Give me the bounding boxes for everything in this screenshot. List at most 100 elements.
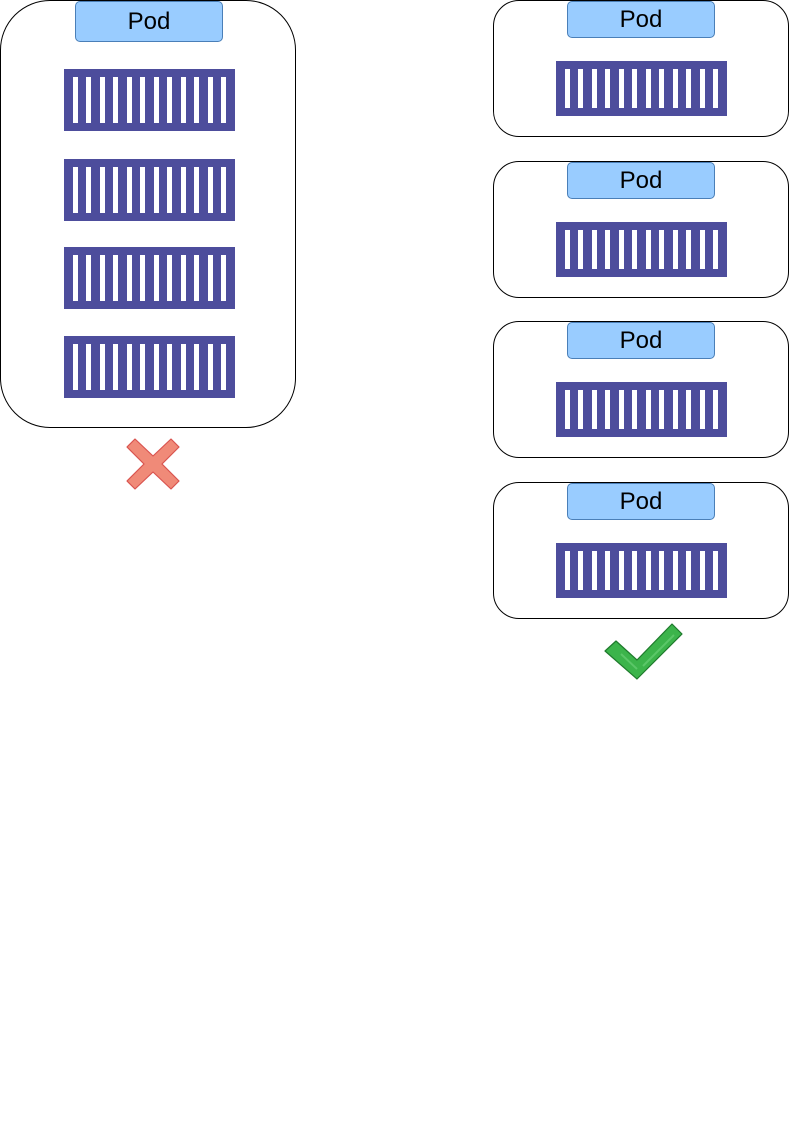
container-stripe — [686, 69, 692, 108]
container-stripe — [99, 255, 105, 301]
container-stripe — [659, 551, 665, 590]
container-stripe — [578, 69, 584, 108]
container-stripe — [591, 230, 597, 269]
container-stripe — [153, 167, 159, 213]
container-stripe — [591, 390, 597, 429]
red-x-icon — [126, 438, 180, 490]
container-stripe — [86, 344, 92, 390]
container-stripe — [180, 255, 186, 301]
container-stripe — [153, 344, 159, 390]
container-stripe — [632, 390, 638, 429]
container-stripe — [712, 551, 718, 590]
container-stripe — [194, 344, 200, 390]
container-stripe — [140, 255, 146, 301]
container-stripe — [220, 77, 226, 123]
container-stripe — [153, 255, 159, 301]
container-stripe — [632, 69, 638, 108]
container-stripe — [99, 77, 105, 123]
container-stripe — [126, 167, 132, 213]
container-stripe — [712, 230, 718, 269]
container-icon — [64, 247, 235, 309]
container-stripe — [140, 344, 146, 390]
single-container-pod: Pod — [493, 482, 789, 619]
container-stripe — [712, 390, 718, 429]
container-stripe — [712, 69, 718, 108]
container-stripe — [605, 230, 611, 269]
container-stripe — [645, 69, 651, 108]
container-stripe — [672, 551, 678, 590]
pod-label: Pod — [567, 1, 715, 38]
container-stripe — [126, 344, 132, 390]
container-stripe — [659, 69, 665, 108]
container-stripe — [645, 230, 651, 269]
container-icon — [64, 159, 235, 221]
container-stripe — [686, 390, 692, 429]
container-stripe — [86, 77, 92, 123]
container-icon — [556, 61, 727, 116]
single-container-pod: Pod — [493, 0, 789, 137]
container-stripe — [180, 344, 186, 390]
container-stripe — [113, 167, 119, 213]
container-stripe — [194, 167, 200, 213]
container-stripe — [167, 255, 173, 301]
container-stripe — [113, 255, 119, 301]
container-stripe — [672, 230, 678, 269]
container-stripe — [618, 390, 624, 429]
container-stripe — [565, 390, 570, 429]
container-stripe — [659, 390, 665, 429]
container-stripe — [86, 167, 92, 213]
container-stripe — [113, 77, 119, 123]
container-stripe — [699, 69, 705, 108]
container-stripe — [565, 230, 570, 269]
container-stripe — [180, 167, 186, 213]
container-stripe — [565, 69, 570, 108]
container-stripe — [140, 167, 146, 213]
container-stripe — [686, 551, 692, 590]
container-stripe — [645, 551, 651, 590]
container-stripe — [207, 344, 213, 390]
container-stripe — [699, 551, 705, 590]
multi-container-pod: Pod — [0, 0, 296, 428]
container-stripe — [591, 69, 597, 108]
pod-label: Pod — [567, 483, 715, 520]
container-stripe — [565, 551, 570, 590]
container-stripe — [167, 167, 173, 213]
container-stripe — [99, 344, 105, 390]
container-stripe — [645, 390, 651, 429]
container-stripe — [632, 551, 638, 590]
single-container-pod: Pod — [493, 321, 789, 458]
container-stripe — [99, 167, 105, 213]
container-stripe — [578, 390, 584, 429]
pod-label: Pod — [75, 1, 223, 42]
pod-label: Pod — [567, 322, 715, 359]
container-stripe — [126, 255, 132, 301]
container-stripe — [153, 77, 159, 123]
container-stripe — [73, 255, 78, 301]
container-stripe — [194, 255, 200, 301]
container-icon — [556, 382, 727, 437]
container-stripe — [73, 167, 78, 213]
container-stripe — [672, 69, 678, 108]
container-icon — [64, 69, 235, 131]
container-stripe — [207, 255, 213, 301]
container-stripe — [207, 77, 213, 123]
container-stripe — [220, 344, 226, 390]
container-stripe — [220, 255, 226, 301]
container-stripe — [578, 551, 584, 590]
container-stripe — [167, 77, 173, 123]
container-stripe — [605, 551, 611, 590]
single-container-pod: Pod — [493, 161, 789, 298]
container-stripe — [207, 167, 213, 213]
container-stripe — [699, 390, 705, 429]
container-stripe — [167, 344, 173, 390]
container-stripe — [591, 551, 597, 590]
container-icon — [556, 222, 727, 277]
container-icon — [556, 543, 727, 598]
container-stripe — [605, 69, 611, 108]
container-stripe — [699, 230, 705, 269]
container-stripe — [194, 77, 200, 123]
container-stripe — [618, 230, 624, 269]
container-stripe — [578, 230, 584, 269]
container-stripe — [686, 230, 692, 269]
container-stripe — [672, 390, 678, 429]
